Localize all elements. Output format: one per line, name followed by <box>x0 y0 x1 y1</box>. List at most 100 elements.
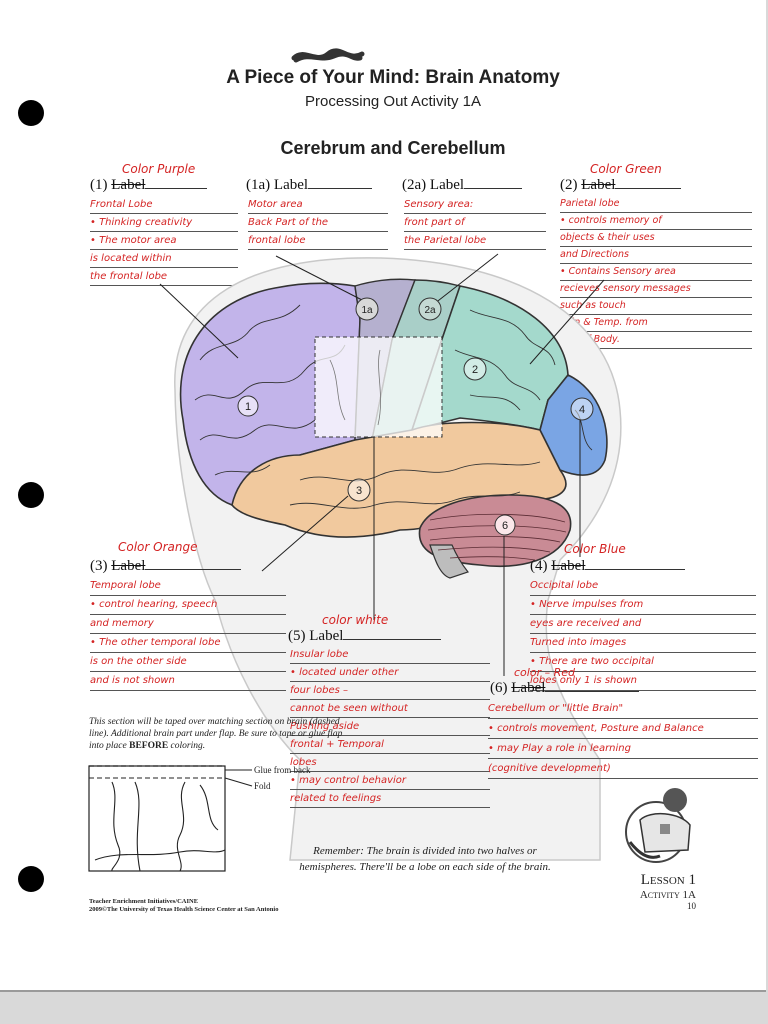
leader-line-2 <box>529 279 605 365</box>
answer-line: • The other temporal lobe <box>90 634 286 653</box>
answer-line: Pushing aside <box>290 718 490 736</box>
label-2-heading: (2) Label <box>560 176 682 194</box>
answer-line: recieves sensory messages <box>560 281 752 298</box>
answer-line: such as touch <box>560 298 752 315</box>
marker-6: 6 <box>494 514 516 536</box>
leader-line-3 <box>261 495 349 572</box>
marker-3: 3 <box>347 478 371 502</box>
svg-text:2: 2 <box>472 364 478 376</box>
scribble-mark <box>291 48 365 63</box>
fold-label: Fold <box>254 781 271 791</box>
answer-line: and is not shown <box>90 672 286 691</box>
answer-line: is located within <box>90 250 238 268</box>
svg-text:4: 4 <box>579 404 585 416</box>
binder-hole <box>18 100 44 126</box>
page-title: A Piece of Your Mind: Brain Anatomy <box>226 67 560 88</box>
answer-line: frontal lobe <box>248 232 388 250</box>
answer-line: the frontal lobe <box>90 268 238 286</box>
answer-line: and memory <box>90 615 286 634</box>
answer-line: Pain & Temp. from <box>560 315 752 332</box>
answer-line: • Nerve impulses from <box>530 596 756 615</box>
label-5-heading: (5) Label <box>288 627 442 645</box>
answer-line: lobes only 1 is shown <box>530 672 756 691</box>
answer-line: • The motor area <box>90 232 238 250</box>
color-note-5: color white <box>322 613 389 627</box>
answer-line: Cerebellum or "little Brain" <box>488 699 758 719</box>
answer-line: • may control behavior <box>290 772 490 790</box>
answer-line: (cognitive development) <box>488 759 758 779</box>
svg-text:2a: 2a <box>424 305 436 316</box>
answer-line: • controls movement, Posture and Balance <box>488 719 758 739</box>
answer-line: front part of <box>404 214 546 232</box>
answer-line: lobes <box>290 754 490 772</box>
label-3-heading: (3) Label <box>90 557 242 575</box>
color-note-6: color – Red <box>514 666 575 679</box>
leader-line-2a <box>433 253 499 305</box>
flap-dashed-outline <box>314 336 443 438</box>
answer-line: Frontal Lobe <box>90 196 238 214</box>
answer-line: and Directions <box>560 247 752 264</box>
leader-line-1a <box>275 255 363 301</box>
worksheet-page: A Piece of Your Mind: Brain Anatomy Proc… <box>0 0 766 992</box>
occipital-lobe <box>539 374 608 476</box>
answer-line: • Thinking creativity <box>90 214 238 232</box>
answer-line: cannot be seen without <box>290 700 490 718</box>
answer-line: frontal + Temporal <box>290 736 490 754</box>
brain-diagram: 1 1a 2a 2 4 3 6 <box>88 253 691 872</box>
page-subtitle: Processing Out Activity 1A <box>305 93 481 110</box>
answer-line: is on the other side <box>90 653 286 672</box>
answer-line: Motor area <box>248 196 388 214</box>
label-1-answer: Frontal Lobe• Thinking creativity• The m… <box>90 196 238 286</box>
answer-line: • located under other <box>290 664 490 682</box>
section-title: Cerebrum and Cerebellum <box>280 138 506 158</box>
answer-line: Parietal lobe <box>560 196 752 213</box>
answer-line: • There are two occipital <box>530 653 756 672</box>
leader-lines <box>159 253 605 676</box>
answer-line: Insular lobe <box>290 646 490 664</box>
color-note-1: Color Purple <box>122 162 196 176</box>
flap-instructions: This section will be taped over matching… <box>89 717 343 751</box>
label-6-answer: Cerebellum or "little Brain"• controls m… <box>488 699 758 779</box>
svg-text:3: 3 <box>356 485 362 497</box>
marker-1: 1 <box>237 395 259 417</box>
brain-stem <box>429 544 470 579</box>
leader-line-1 <box>159 283 239 359</box>
answer-line: related to feelings <box>290 790 490 808</box>
remember-note: Remember: The brain is divided into two … <box>299 845 551 873</box>
answer-line: • Contains Sensory area <box>560 264 752 281</box>
label-2a-heading: (2a) Label <box>402 176 523 194</box>
answer-line: eyes are received and <box>530 615 756 634</box>
answer-line: Back Part of the <box>248 214 388 232</box>
glue-label: Glue from back <box>254 765 311 775</box>
color-note-2: Color Green <box>590 162 662 176</box>
label-1-heading: (1) Label <box>90 176 208 194</box>
answer-line: Turned into images <box>530 634 756 653</box>
binder-hole <box>18 866 44 892</box>
label-6-heading: (6) Label <box>490 679 640 697</box>
answer-line: objects & their uses <box>560 230 752 247</box>
svg-text:1: 1 <box>245 401 251 413</box>
answer-line: Occipital lobe <box>530 577 756 596</box>
binder-hole <box>18 482 44 508</box>
marker-4: 4 <box>570 397 594 421</box>
marker-2a: 2a <box>418 297 442 321</box>
answer-line: Sensory area: <box>404 196 546 214</box>
footer-credit: Teacher Enrichment Initiatives/CAINE 200… <box>89 898 279 913</box>
lesson-mascot-icon <box>625 788 691 863</box>
answer-line: four lobes – <box>290 682 490 700</box>
color-note-3: Color Orange <box>118 540 198 554</box>
color-note-4: Color Blue <box>564 542 626 556</box>
answer-line: • may Play a role in learning <box>488 739 758 759</box>
lesson-info: Lesson 1 Activity 1A 10 <box>639 872 696 911</box>
marker-1a: 1a <box>355 297 379 321</box>
flap-box <box>88 765 253 872</box>
label-1a-heading: (1a) Label <box>246 176 373 194</box>
answer-line: the Parietal lobe <box>404 232 546 250</box>
label-4-heading: (4) Label <box>530 557 686 575</box>
svg-text:6: 6 <box>502 520 508 532</box>
